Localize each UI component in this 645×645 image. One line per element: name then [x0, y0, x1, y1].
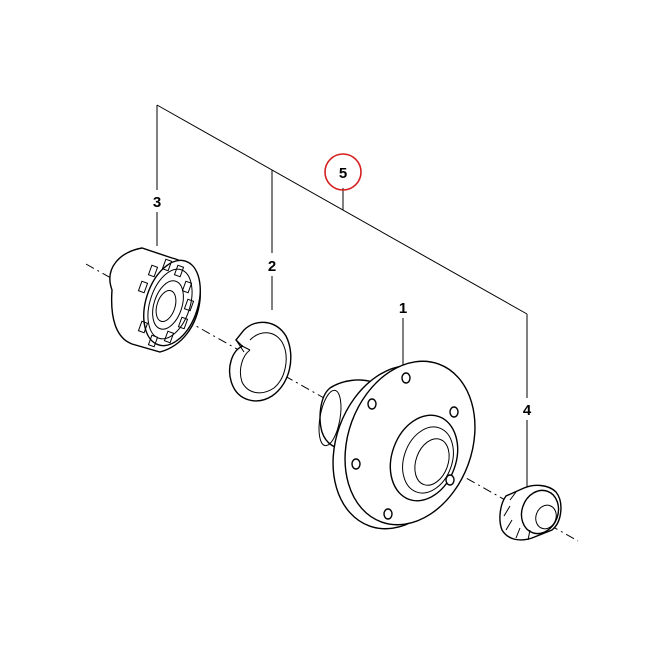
kit-highlight-circle	[324, 153, 362, 191]
bearing-rollers	[137, 258, 195, 348]
leader-lines	[156, 104, 528, 487]
circlip	[228, 321, 292, 402]
wheel-bearing	[109, 247, 201, 353]
bolt-holes	[351, 372, 459, 520]
collar-nut	[499, 484, 562, 541]
callout-2: 2	[268, 258, 276, 275]
callout-5: 5	[339, 165, 347, 182]
wheel-hub	[318, 360, 476, 530]
callout-3: 3	[153, 194, 161, 211]
callout-4: 4	[523, 402, 532, 419]
callout-1: 1	[399, 300, 407, 317]
center-axis	[85, 263, 579, 542]
